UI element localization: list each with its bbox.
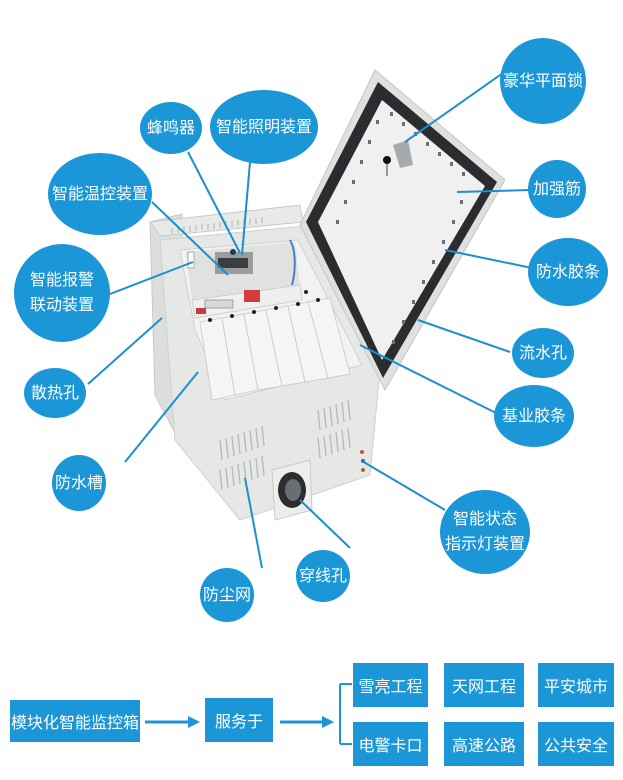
flow-target-highway: 高速公路 <box>444 722 524 766</box>
callout-flat-lock: 豪华平面锁 <box>500 38 586 124</box>
callout-waterproof-strip: 防水胶条 <box>528 238 608 306</box>
callout-vent-holes: 散热孔 <box>24 368 86 418</box>
callout-dust-net: 防尘网 <box>200 568 254 622</box>
callout-water-groove: 防水槽 <box>52 455 106 511</box>
callout-smart-lighting: 智能照明装置 <box>210 90 318 164</box>
flow-serves-box: 服务于 <box>205 698 273 742</box>
callout-smart-alarm-linkage: 智能报警 联动装置 <box>14 244 110 342</box>
callout-smart-temperature-control: 智能温控装置 <box>48 153 152 235</box>
cabinet-illustration <box>87 67 533 569</box>
flow-target-tianwang: 天网工程 <box>444 663 524 707</box>
callout-drain-hole: 流水孔 <box>512 328 574 378</box>
callout-cable-hole: 穿线孔 <box>296 550 350 602</box>
flow-source-box: 模块化智能监控箱 <box>10 700 140 742</box>
flow-target-xueliang: 雪亮工程 <box>353 663 428 707</box>
callout-status-indicator: 智能状态 指示灯装置 <box>440 490 530 574</box>
callout-reinforcing-rib: 加强筋 <box>528 160 586 218</box>
callout-base-strip: 基业胶条 <box>494 385 574 447</box>
flow-target-traffic-checkpoint: 电警卡口 <box>353 722 428 766</box>
flow-target-safe-city: 平安城市 <box>538 663 614 707</box>
callout-buzzer: 蜂鸣器 <box>140 102 202 154</box>
flow-target-public-safety: 公共安全 <box>538 722 614 766</box>
